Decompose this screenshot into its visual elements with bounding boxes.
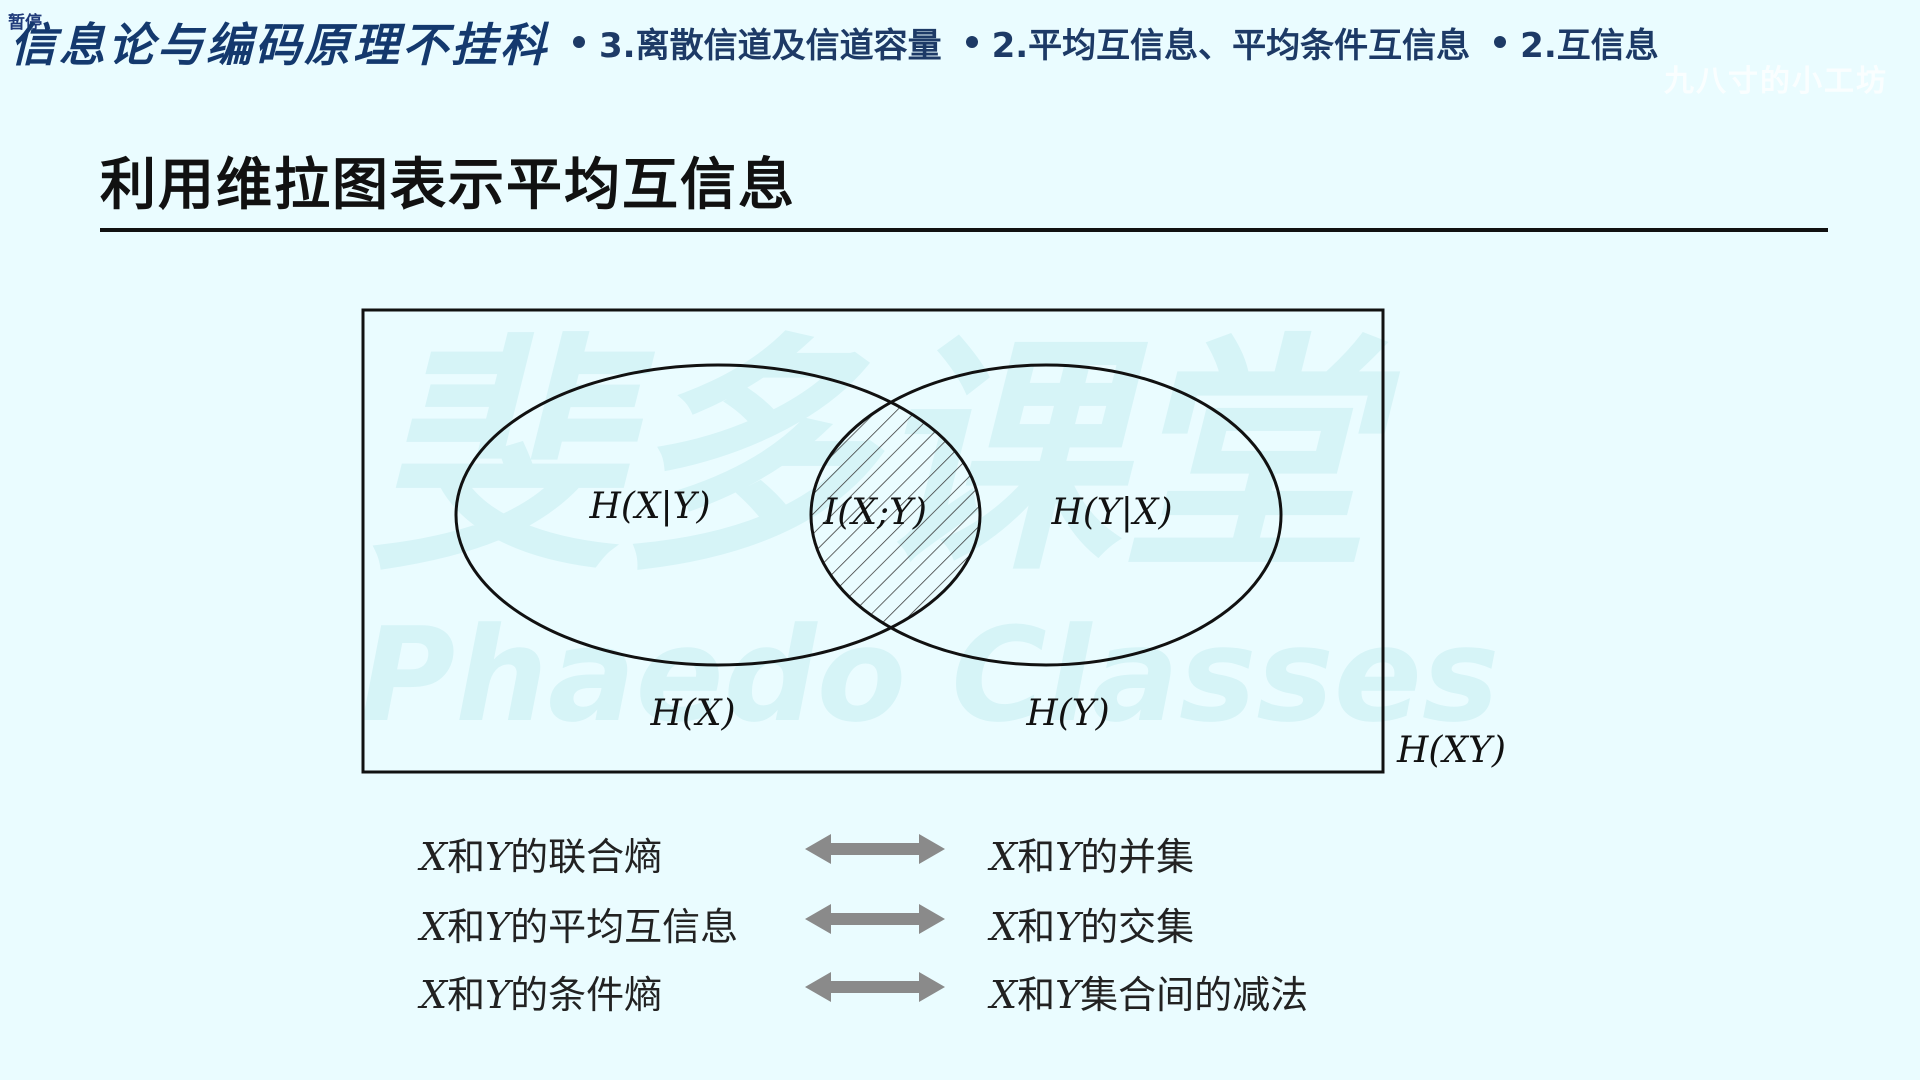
mapping-row-mutual-info: X和Y的平均互信息 X和Y的交集: [420, 896, 1720, 952]
pause-badge[interactable]: 暂停: [8, 13, 42, 33]
universe-box: [361, 308, 1385, 774]
breadcrumb-course[interactable]: 信息论与编码原理不挂科: [10, 18, 549, 72]
title-divider: [100, 228, 1828, 232]
page-title: 利用维拉图表示平均互信息: [100, 153, 796, 218]
set-x-ellipse: [454, 363, 982, 667]
region-label-mutual-info: I(X;Y): [822, 492, 927, 533]
mapping-right-text: X和Y的交集: [990, 905, 1195, 949]
breadcrumb-bullet-icon: [1494, 36, 1507, 48]
intersection-hatch: [811, 365, 980, 665]
breadcrumb-chapter[interactable]: 3.离散信道及信道容量: [599, 25, 942, 66]
mapping-right-text: X和Y的并集: [990, 835, 1195, 879]
breadcrumb-section[interactable]: 2.平均互信息、平均条件互信息: [991, 25, 1471, 66]
mapping-right-text: X和Y集合间的减法: [990, 973, 1309, 1017]
double-arrow-icon: [805, 904, 945, 934]
watermark-brand-en: Phaedo Classes: [360, 599, 1499, 751]
region-label-hx-given-y: H(X|Y): [588, 486, 710, 527]
mapping-left-text: X和Y的联合熵: [420, 835, 663, 879]
breadcrumb: 信息论与编码原理不挂科 3.离散信道及信道容量 2.平均互信息、平均条件互信息 …: [10, 6, 1896, 78]
breadcrumb-subsection[interactable]: 2.互信息: [1520, 25, 1659, 66]
user-watermark: 九八寸的小工坊: [1664, 64, 1888, 99]
set-label-hx: H(X): [649, 693, 735, 734]
region-label-hy-given-x: H(Y|X): [1050, 492, 1172, 533]
mapping-left-text: X和Y的平均互信息: [420, 905, 739, 949]
box-label-hxy: H(XY): [1396, 730, 1506, 771]
set-y-ellipse: [809, 363, 1283, 667]
mapping-row-joint-entropy: X和Y的联合熵 X和Y的并集: [420, 826, 1720, 882]
mapping-left-text: X和Y的条件熵: [420, 973, 663, 1017]
double-arrow-icon: [805, 972, 945, 1002]
breadcrumb-bullet-icon: [573, 36, 585, 48]
mapping-row-conditional-entropy: X和Y的条件熵 X和Y集合间的减法: [420, 964, 1720, 1020]
breadcrumb-bullet-icon: [965, 36, 978, 48]
double-arrow-icon: [805, 834, 945, 864]
set-label-hy: H(Y): [1025, 693, 1109, 734]
